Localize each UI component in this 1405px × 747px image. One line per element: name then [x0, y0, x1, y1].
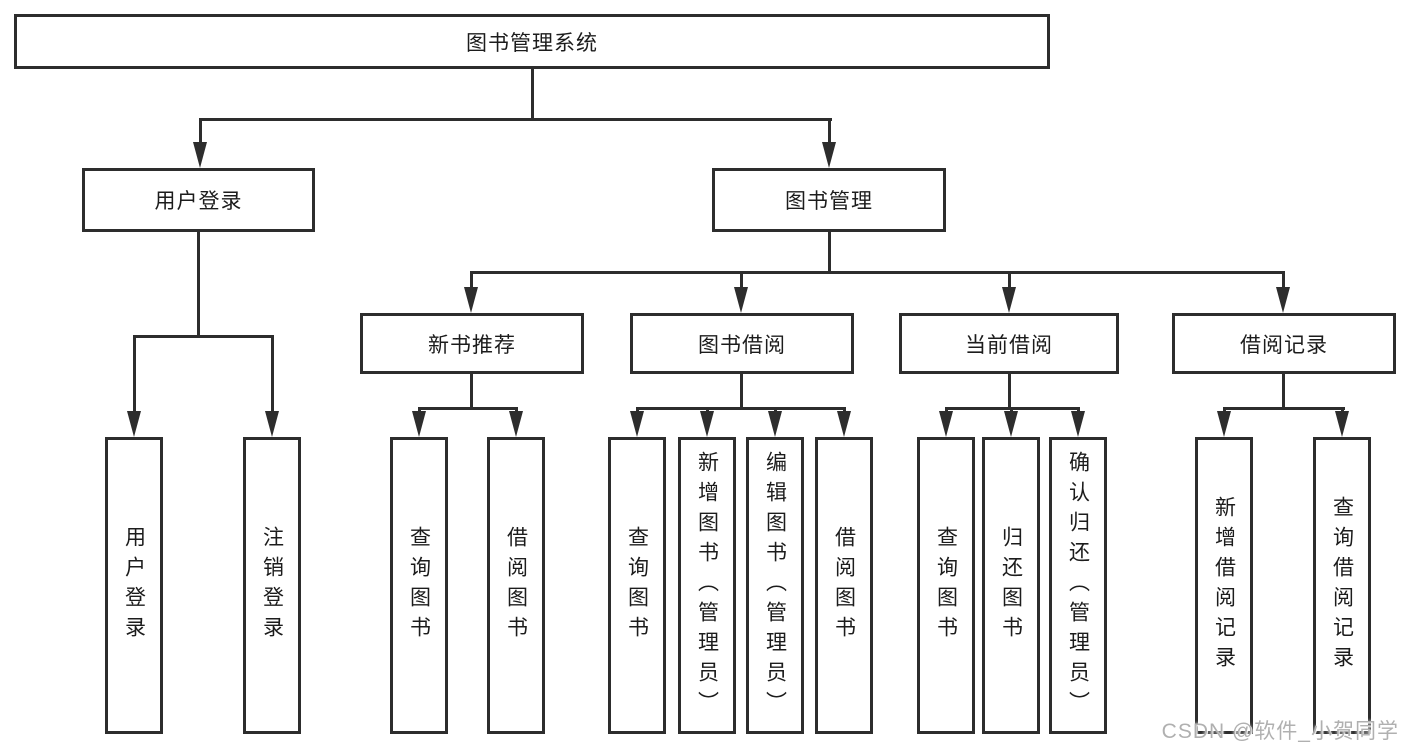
- node-label: 用户登录: [154, 190, 243, 213]
- leaf-borrow-books-recommend: 借阅图书: [487, 437, 545, 734]
- leaf-label: 新增图书（管理员）: [695, 450, 719, 721]
- arrowhead-down-icon: [837, 411, 851, 437]
- connector-line: [531, 69, 534, 118]
- node-label: 图书管理: [785, 190, 873, 213]
- node-book-management: 图书管理: [712, 168, 946, 232]
- arrowhead-down-icon: [1004, 411, 1018, 437]
- node-book-borrowing: 图书借阅: [630, 313, 854, 374]
- arrowhead-down-icon: [630, 411, 644, 437]
- connector-line: [1223, 407, 1345, 410]
- arrowhead-down-icon: [768, 411, 782, 437]
- node-borrowing-records: 借阅记录: [1172, 313, 1396, 374]
- arrowhead-down-icon: [822, 142, 836, 168]
- connector-line: [843, 407, 846, 413]
- node-label: 图书借阅: [698, 333, 786, 357]
- csdn-watermark: CSDN @软件_小贺同学: [1161, 720, 1399, 743]
- leaf-label: 新增借阅记录: [1212, 495, 1236, 676]
- connector-line: [828, 118, 831, 144]
- connector-line: [515, 407, 518, 413]
- arrowhead-down-icon: [939, 411, 953, 437]
- connector-line: [133, 335, 136, 413]
- leaf-query-borrow-record: 查询借阅记录: [1313, 437, 1371, 734]
- leaf-return-books: 归还图书: [982, 437, 1040, 734]
- leaf-query-books-borrowing: 查询图书: [608, 437, 666, 734]
- connector-line: [1010, 407, 1013, 413]
- leaf-label: 借阅图书: [832, 525, 856, 646]
- node-label: 当前借阅: [965, 333, 1053, 357]
- leaf-logout: 注销登录: [243, 437, 301, 734]
- connector-line: [1341, 407, 1344, 413]
- connector-line: [1008, 374, 1011, 407]
- connector-line: [470, 374, 473, 407]
- node-label: 借阅记录: [1240, 333, 1328, 357]
- leaf-label: 确认归还（管理员）: [1066, 450, 1090, 721]
- connector-line: [197, 232, 200, 335]
- connector-line: [470, 271, 473, 289]
- connector-line: [636, 407, 846, 410]
- connector-line: [1223, 407, 1226, 413]
- connector-line: [470, 271, 1285, 274]
- leaf-label: 用户登录: [122, 525, 146, 646]
- leaf-user-login: 用户登录: [105, 437, 163, 734]
- connector-line: [740, 271, 743, 289]
- arrowhead-down-icon: [700, 411, 714, 437]
- leaf-edit-book-admin: 编辑图书（管理员）: [746, 437, 804, 734]
- connector-line: [1282, 374, 1285, 407]
- arrowhead-down-icon: [193, 142, 207, 168]
- connector-line: [1077, 407, 1080, 413]
- arrowhead-down-icon: [734, 287, 748, 313]
- connector-line: [706, 407, 709, 413]
- arrowhead-down-icon: [1335, 411, 1349, 437]
- arrowhead-down-icon: [1217, 411, 1231, 437]
- arrowhead-down-icon: [1002, 287, 1016, 313]
- arrowhead-down-icon: [127, 411, 141, 437]
- leaf-label: 归还图书: [999, 525, 1023, 646]
- leaf-label: 借阅图书: [504, 525, 528, 646]
- leaf-add-borrow-record: 新增借阅记录: [1195, 437, 1253, 734]
- node-new-book-recommendation: 新书推荐: [360, 313, 584, 374]
- arrowhead-down-icon: [464, 287, 478, 313]
- arrowhead-down-icon: [412, 411, 426, 437]
- connector-line: [1282, 271, 1285, 289]
- connector-line: [740, 374, 743, 407]
- leaf-add-book-admin: 新增图书（管理员）: [678, 437, 736, 734]
- connector-line: [1008, 271, 1011, 289]
- connector-line: [774, 407, 777, 413]
- connector-line: [945, 407, 948, 413]
- leaf-borrow-books: 借阅图书: [815, 437, 873, 734]
- arrowhead-down-icon: [509, 411, 523, 437]
- leaf-label: 注销登录: [260, 525, 284, 646]
- arrowhead-down-icon: [1276, 287, 1290, 313]
- connector-line: [418, 407, 421, 413]
- arrowhead-down-icon: [265, 411, 279, 437]
- leaf-confirm-return-admin: 确认归还（管理员）: [1049, 437, 1107, 734]
- connector-line: [828, 232, 831, 271]
- connector-line: [636, 407, 639, 413]
- connector-line: [133, 335, 274, 338]
- node-label: 新书推荐: [428, 333, 516, 357]
- node-user-login: 用户登录: [82, 168, 315, 232]
- node-label: 图书管理系统: [466, 31, 598, 55]
- connector-line: [271, 335, 274, 413]
- leaf-label: 查询借阅记录: [1330, 495, 1354, 676]
- leaf-label: 查询图书: [407, 525, 431, 646]
- node-current-borrowing: 当前借阅: [899, 313, 1119, 374]
- leaf-query-books-recommend: 查询图书: [390, 437, 448, 734]
- leaf-label: 查询图书: [934, 525, 958, 646]
- leaf-label: 查询图书: [625, 525, 649, 646]
- leaf-query-books-current: 查询图书: [917, 437, 975, 734]
- node-library-management-system: 图书管理系统: [14, 14, 1050, 69]
- connector-line: [418, 407, 518, 410]
- arrowhead-down-icon: [1071, 411, 1085, 437]
- leaf-label: 编辑图书（管理员）: [763, 450, 787, 721]
- connector-line: [199, 118, 202, 144]
- connector-line: [199, 118, 832, 121]
